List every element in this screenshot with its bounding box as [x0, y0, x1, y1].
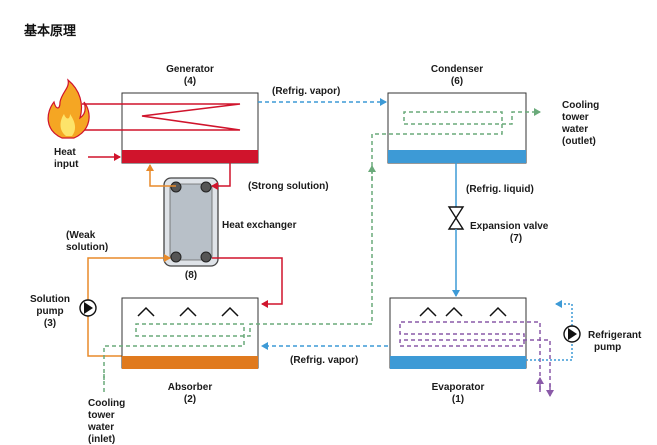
absorber-number: (2) [184, 394, 196, 405]
weak-solution-label-1: (Weak [66, 230, 96, 241]
condenser-number: (6) [451, 76, 463, 87]
solution-pump-label-2: pump [36, 306, 63, 317]
refrig-liquid-label: (Refrig. liquid) [466, 184, 534, 195]
tower-inlet-label-1: Cooling [88, 398, 125, 409]
refrigerant-pump-label-2: pump [594, 342, 621, 353]
refrigerant-pump-label-1: Refrigerant [588, 330, 642, 341]
tower-inlet-label-3: water [87, 422, 114, 433]
tower-outlet-label-2: tower [562, 112, 589, 123]
heat-exchanger [163, 177, 219, 267]
tower-outlet-label-3: water [561, 124, 588, 135]
refrig-vapor-label-top: (Refrig. vapor) [272, 86, 340, 97]
absorber [121, 297, 259, 369]
weak-solution-to-generator [146, 164, 176, 187]
page-heading: 基本原理 [24, 24, 77, 39]
flame-icon [47, 78, 90, 139]
refrigerant-pump-icon [563, 325, 581, 343]
condenser-name: Condenser [431, 64, 483, 75]
expansion-valve-icon [447, 206, 465, 230]
strong-solution-label: (Strong solution) [248, 181, 329, 192]
heat-input-label-1: Heat [54, 147, 76, 158]
absorber-name: Absorber [168, 382, 213, 393]
solution-pump-icon [79, 299, 97, 317]
solution-pump-label-1: Solution [30, 294, 70, 305]
tower-inlet-label-4: (inlet) [88, 434, 115, 445]
expansion-valve-label: Expansion valve [470, 221, 549, 232]
expansion-valve-number: (7) [510, 233, 522, 244]
refrig-vapor-label-bottom: (Refrig. vapor) [290, 355, 358, 366]
evaporator [389, 297, 527, 369]
cooling-water-coil-condenser [371, 108, 541, 180]
chilled-water-coil [399, 321, 551, 392]
generator-number: (4) [184, 76, 196, 87]
tower-inlet-label-2: tower [88, 410, 115, 421]
condenser [387, 92, 527, 164]
solution-pump-number: (3) [44, 318, 56, 329]
weak-solution-label-2: solution) [66, 242, 108, 253]
evaporator-number: (1) [452, 394, 464, 405]
generator-name: Generator [166, 64, 214, 75]
cooling-water-coil-absorber [103, 165, 376, 380]
strong-solution-line [211, 163, 231, 190]
heat-input-label-2: input [54, 159, 79, 170]
heat-exchanger-label: Heat exchanger [222, 220, 297, 231]
tower-outlet-label-4: (outlet) [562, 136, 596, 147]
heat-exchanger-number: (8) [185, 270, 197, 281]
evaporator-name: Evaporator [432, 382, 485, 393]
tower-outlet-label-1: Cooling [562, 100, 599, 111]
generator [82, 92, 259, 164]
strong-solution-return [212, 257, 283, 308]
